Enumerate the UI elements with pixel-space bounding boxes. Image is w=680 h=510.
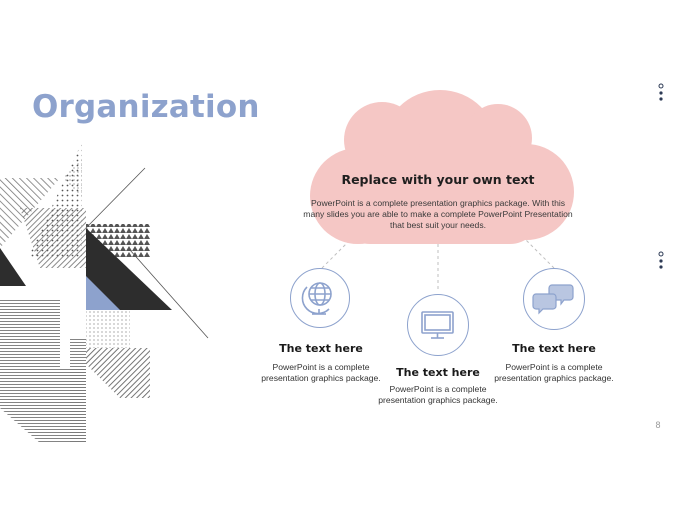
item-title-3: The text here (512, 342, 596, 355)
slide-indicator-top (658, 83, 664, 101)
item-title-1: The text here (279, 342, 363, 355)
slide-indicator-middle (658, 251, 664, 269)
item-title-2: The text here (396, 366, 480, 379)
page-number: 8 (655, 420, 661, 430)
item-body-3: PowerPoint is a complete presentation gr… (494, 362, 614, 383)
globe-icon (301, 282, 332, 315)
globe-circle (290, 268, 350, 328)
cloud-heading: Replace with your own text (341, 172, 535, 187)
slide-title: Organization (32, 89, 260, 125)
cloud-shape (310, 90, 574, 244)
cloud-body-text: PowerPoint is a complete presentation gr… (303, 198, 573, 230)
geometric-pattern-decoration (0, 142, 209, 443)
chat-circle (523, 268, 585, 330)
item-body-1: PowerPoint is a complete presentation gr… (261, 362, 381, 383)
monitor-circle (407, 294, 469, 356)
monitor-icon (421, 311, 454, 339)
chat-bubbles-icon (532, 284, 574, 315)
item-body-2: PowerPoint is a complete presentation gr… (378, 384, 498, 405)
